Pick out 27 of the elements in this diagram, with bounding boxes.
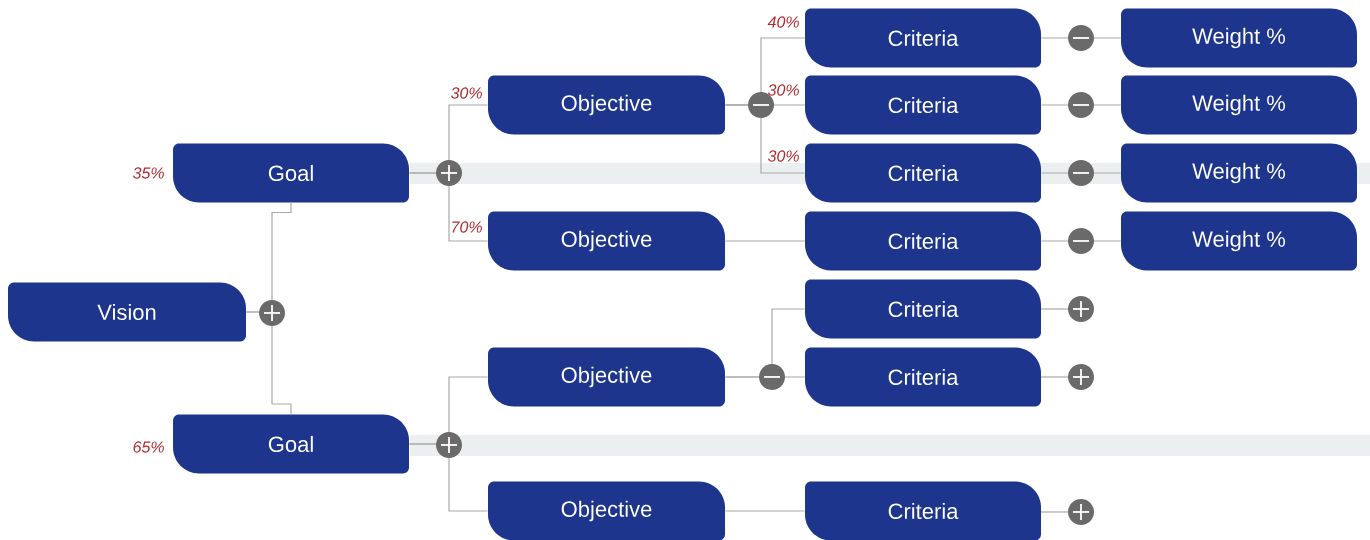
connector-line [724,510,806,512]
percentage-label: 65% [133,441,164,453]
node-box: Criteria [805,75,1041,135]
percentage-label: 35% [132,167,164,179]
connector-line [724,240,806,242]
node-box: Objective [488,481,725,540]
percentage-label: 70% [452,221,482,233]
node-box: Weight % [1121,75,1357,135]
percentage-label: 40% [767,16,799,28]
node-box: Vision [8,282,246,342]
node-box: Criteria [805,143,1041,203]
node-box: Objective [488,75,725,135]
node-box: Criteria [805,481,1041,540]
node-box: Criteria [805,347,1041,407]
node-box: Goal [173,143,409,203]
node-box: Weight % [1121,143,1357,203]
node-box: Objective [488,347,725,407]
percentage-label: 30% [450,87,482,99]
node-box: Goal [173,414,409,474]
percentage-label: 30% [767,150,799,162]
node-box: Criteria [805,8,1041,68]
node-box: Criteria [805,211,1041,271]
node-box: Weight % [1121,211,1357,271]
node-box: Objective [488,211,725,271]
node-box: Criteria [805,279,1041,339]
percentage-label: 30% [767,84,799,96]
node-box: Weight % [1121,8,1357,68]
